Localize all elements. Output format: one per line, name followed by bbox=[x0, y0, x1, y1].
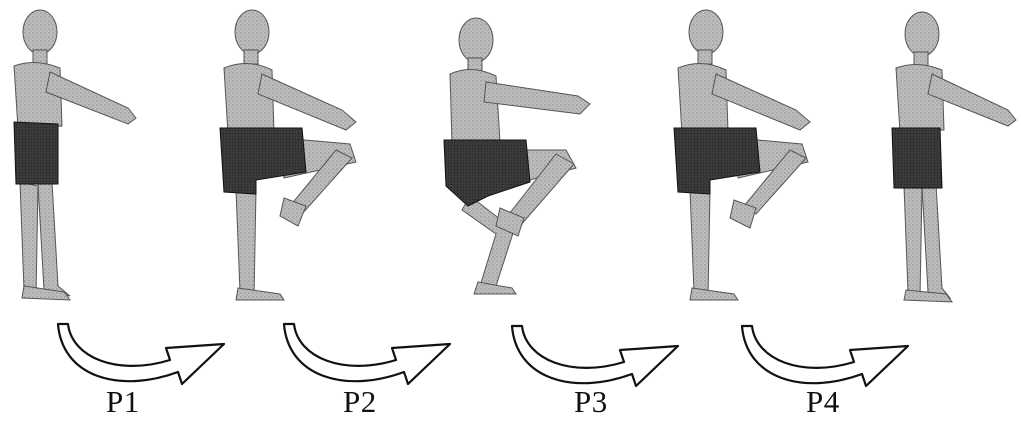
curved-arrow-icon bbox=[512, 326, 678, 386]
curved-arrow-icon bbox=[742, 326, 908, 386]
phase-label-p3: P3 bbox=[574, 384, 608, 420]
figure-3-squat-knee-raised bbox=[444, 18, 590, 294]
curved-arrow-icon bbox=[284, 324, 450, 384]
figure-1-standing bbox=[14, 10, 136, 300]
figure-4-knee-raised bbox=[674, 10, 810, 300]
figure-5-standing bbox=[892, 12, 1016, 302]
curved-arrow-icon bbox=[58, 324, 224, 384]
phase-label-p1: P1 bbox=[106, 384, 140, 420]
phase-label-p2: P2 bbox=[343, 384, 377, 420]
phase-label-p4: P4 bbox=[806, 384, 840, 420]
figure-2-knee-raised bbox=[220, 10, 356, 300]
